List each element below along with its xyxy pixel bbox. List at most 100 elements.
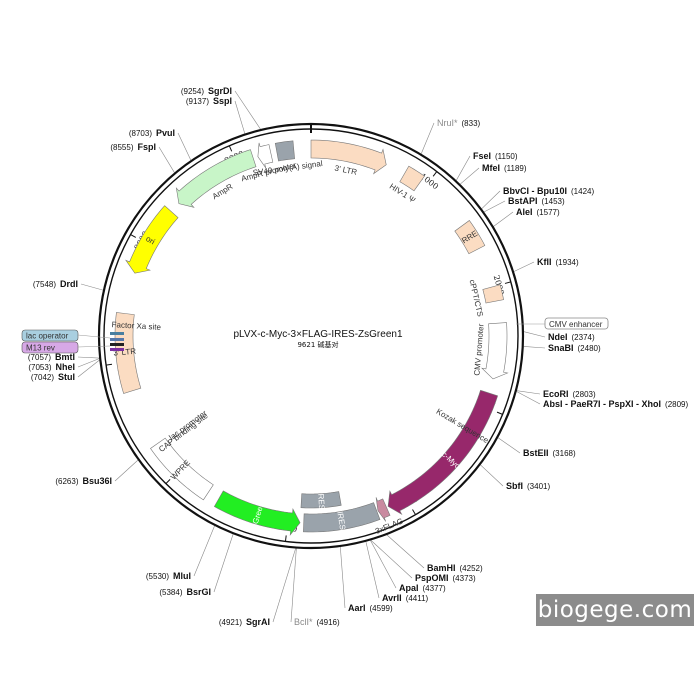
site-mlui-leader bbox=[193, 525, 215, 577]
site-bsteii-leader bbox=[497, 437, 521, 454]
feature-ltr5-shape bbox=[310, 139, 387, 175]
inner-label-factorxa: Factor Xa site bbox=[111, 320, 161, 332]
site-leader-lines bbox=[77, 90, 546, 623]
site-avrii-pos: (4411) bbox=[406, 594, 429, 603]
feature-ori-shape bbox=[125, 205, 179, 274]
site-bcli-leader bbox=[290, 548, 297, 623]
site-sspi: SspI (9137) bbox=[186, 96, 232, 106]
site-nhei-name: NheI bbox=[55, 362, 75, 372]
site-alei-leader bbox=[493, 211, 514, 227]
site-absi-name: AbsI - PaeR7I - PspXI - XhoI bbox=[543, 399, 661, 409]
site-ndei: NdeI(2374) bbox=[548, 332, 595, 342]
site-ndei-name: NdeI bbox=[548, 332, 568, 342]
site-sbfi: SbfI(3401) bbox=[506, 481, 550, 491]
feature-ires1-label: IRES bbox=[335, 511, 347, 531]
site-apai-name: ApaI bbox=[399, 583, 419, 593]
lac-tag-leader bbox=[77, 334, 111, 339]
site-sbfi-pos: (3401) bbox=[527, 482, 550, 491]
site-pvui-leader bbox=[177, 132, 192, 161]
site-pspomi-pos: (4373) bbox=[453, 574, 476, 583]
site-sspi-name: SspI bbox=[213, 96, 232, 106]
site-mlui-pos: (5530) bbox=[146, 572, 169, 581]
site-ecori-pos: (2803) bbox=[573, 390, 596, 399]
site-alei: AleI(1577) bbox=[516, 207, 560, 217]
site-aari: AarI (4599) bbox=[348, 603, 393, 613]
site-alei-pos: (1577) bbox=[537, 208, 560, 217]
site-pvui: PvuI(8703) bbox=[129, 128, 175, 138]
lac-tag-leader bbox=[77, 345, 111, 348]
site-pspomi-leader bbox=[370, 540, 413, 579]
tick-mark bbox=[165, 478, 171, 484]
feature-ltr3-label: 3' LTR bbox=[113, 347, 137, 358]
site-ndei-leader bbox=[523, 331, 546, 338]
site-avrii: AvrII (4411) bbox=[382, 593, 429, 603]
site-pvui-pos: (8703) bbox=[129, 129, 152, 138]
site-bamhi-leader bbox=[386, 534, 425, 569]
site-mlui: MluI (5530) bbox=[146, 571, 191, 581]
site-bsrgi-leader bbox=[213, 534, 234, 593]
lac-tag-m13-rev: M13 rev bbox=[26, 344, 55, 353]
site-fsei-pos: (1150) bbox=[495, 152, 518, 161]
lac-mark bbox=[110, 343, 124, 346]
site-bamhi-pos: (4252) bbox=[460, 564, 483, 573]
lac-mark bbox=[110, 348, 124, 351]
site-sspi-pos: (9137) bbox=[186, 97, 209, 106]
site-mfei: MfeI (1189) bbox=[482, 163, 527, 173]
tick-mark bbox=[130, 234, 137, 238]
feature-hiv-shape bbox=[399, 165, 425, 192]
site-nhei-pos: (7053) bbox=[28, 363, 51, 372]
lac-mark bbox=[110, 332, 124, 335]
feature-cmyc: c-Myc bbox=[387, 389, 499, 516]
site-sgrai-pos: (4921) bbox=[219, 618, 242, 627]
tick-mark bbox=[284, 535, 287, 542]
site-mlui-name: MluI bbox=[173, 571, 191, 581]
feature-cmv-shape bbox=[481, 322, 509, 380]
site-snabi-name: SnaBI bbox=[548, 343, 574, 353]
feature-ampr-shape bbox=[175, 149, 257, 208]
site-snabi-pos: (2480) bbox=[578, 344, 601, 353]
site-bstapi-pos: (1453) bbox=[542, 197, 565, 206]
tick-mark bbox=[105, 363, 113, 366]
site-bsu36i: Bsu36I(6263) bbox=[55, 476, 112, 486]
site-bsteii-pos: (3168) bbox=[553, 449, 576, 458]
site-bsrgi-pos: (5384) bbox=[159, 588, 182, 597]
site-ecori-name: EcoRI bbox=[543, 389, 569, 399]
feature-sv40-shape bbox=[274, 140, 295, 162]
site-sspi-leader bbox=[234, 100, 246, 134]
site-bmti-name: BmtI bbox=[55, 352, 75, 362]
site-apai: ApaI(4377) bbox=[399, 583, 446, 593]
site-snabi: SnaBI (2480) bbox=[548, 343, 601, 353]
site-kfli-pos: (1934) bbox=[556, 258, 579, 267]
site-bsu36i-leader bbox=[114, 459, 139, 482]
feature-flag-shape bbox=[375, 497, 391, 522]
site-stui-leader bbox=[77, 359, 100, 378]
site-pspomi-name: PspOMI bbox=[415, 573, 449, 583]
feature-rre: RRE bbox=[454, 220, 486, 255]
site-bbvci: BbvCI - Bpu10I(1424) bbox=[503, 186, 594, 196]
site-avrii-name: AvrII bbox=[382, 593, 402, 603]
site-bsrgi: BsrGI(5384) bbox=[159, 587, 211, 597]
site-aari-name: AarI bbox=[348, 603, 366, 613]
site-aari-pos: (4599) bbox=[370, 604, 393, 613]
feature-ltr5-label: 3' LTR bbox=[334, 163, 358, 177]
site-nrui: NruI*(833) bbox=[437, 118, 481, 128]
site-pspomi: PspOMI (4373) bbox=[415, 573, 476, 583]
feature-cppt-shape bbox=[482, 284, 504, 304]
feature-ires2: IRES bbox=[300, 491, 342, 510]
site-mfei-name: MfeI bbox=[482, 163, 500, 173]
feature-ires2-shape bbox=[300, 491, 342, 509]
site-sgrai: SgrAI(4921) bbox=[219, 617, 270, 627]
site-absi: AbsI - PaeR7I - PspXI - XhoI(2809) bbox=[543, 399, 688, 409]
feature-hiv: HIV-1 Ψ bbox=[388, 165, 425, 205]
site-mfei-pos: (1189) bbox=[504, 164, 527, 173]
lac-tag-lac-operator-box bbox=[21, 329, 79, 342]
site-bsu36i-name: Bsu36I bbox=[82, 476, 112, 486]
site-fsei-name: FseI bbox=[473, 151, 491, 161]
site-bamhi-name: BamHI bbox=[427, 563, 456, 573]
tick-mark bbox=[504, 281, 511, 284]
site-sgrdi-pos: (9254) bbox=[181, 87, 204, 96]
site-apai-leader bbox=[370, 540, 397, 589]
plasmid-center-title: pLVX-c-Myc-3×FLAG-IRES-ZsGreen1 9621 碱基对 bbox=[233, 329, 402, 349]
